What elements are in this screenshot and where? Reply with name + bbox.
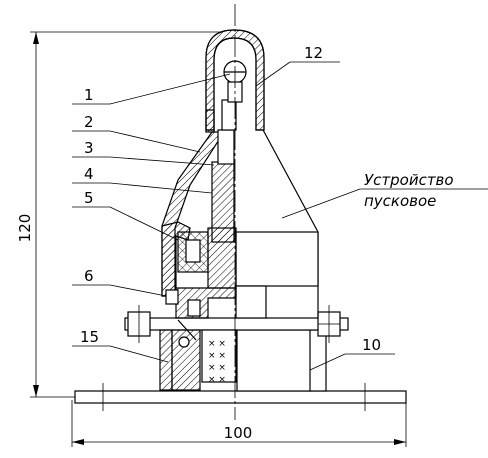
contact-springs: × × × × × × × ×	[208, 339, 226, 385]
part-label-1: 1	[84, 86, 94, 104]
part-label-10: 10	[362, 336, 381, 354]
part-label-4: 4	[84, 165, 94, 183]
part-label-15: 15	[80, 328, 99, 346]
height-dimension: 120	[16, 31, 230, 398]
part-label-3: 3	[84, 139, 94, 157]
svg-text:× ×: × ×	[208, 375, 226, 385]
core	[211, 99, 237, 243]
part-label-5: 5	[84, 189, 94, 207]
width-value: 100	[224, 424, 253, 442]
width-dimension: 100	[71, 400, 407, 447]
part-label-6: 6	[84, 267, 94, 285]
starter-body	[235, 127, 319, 319]
device-name-line1: Устройство	[364, 171, 454, 189]
device-name-line2: пусковое	[364, 192, 436, 210]
svg-text:× ×: × ×	[208, 339, 226, 349]
lower-housing	[236, 329, 327, 392]
part-label-2: 2	[84, 113, 94, 131]
leader-lines	[72, 61, 488, 371]
base-plate	[74, 383, 407, 411]
svg-text:× ×: × ×	[208, 363, 226, 373]
top-cap	[205, 29, 265, 133]
part-label-12: 12	[304, 44, 323, 62]
height-value: 120	[16, 214, 34, 243]
svg-text:× ×: × ×	[208, 351, 226, 361]
lower-mechanism: × × × × × × × ×	[159, 287, 237, 391]
